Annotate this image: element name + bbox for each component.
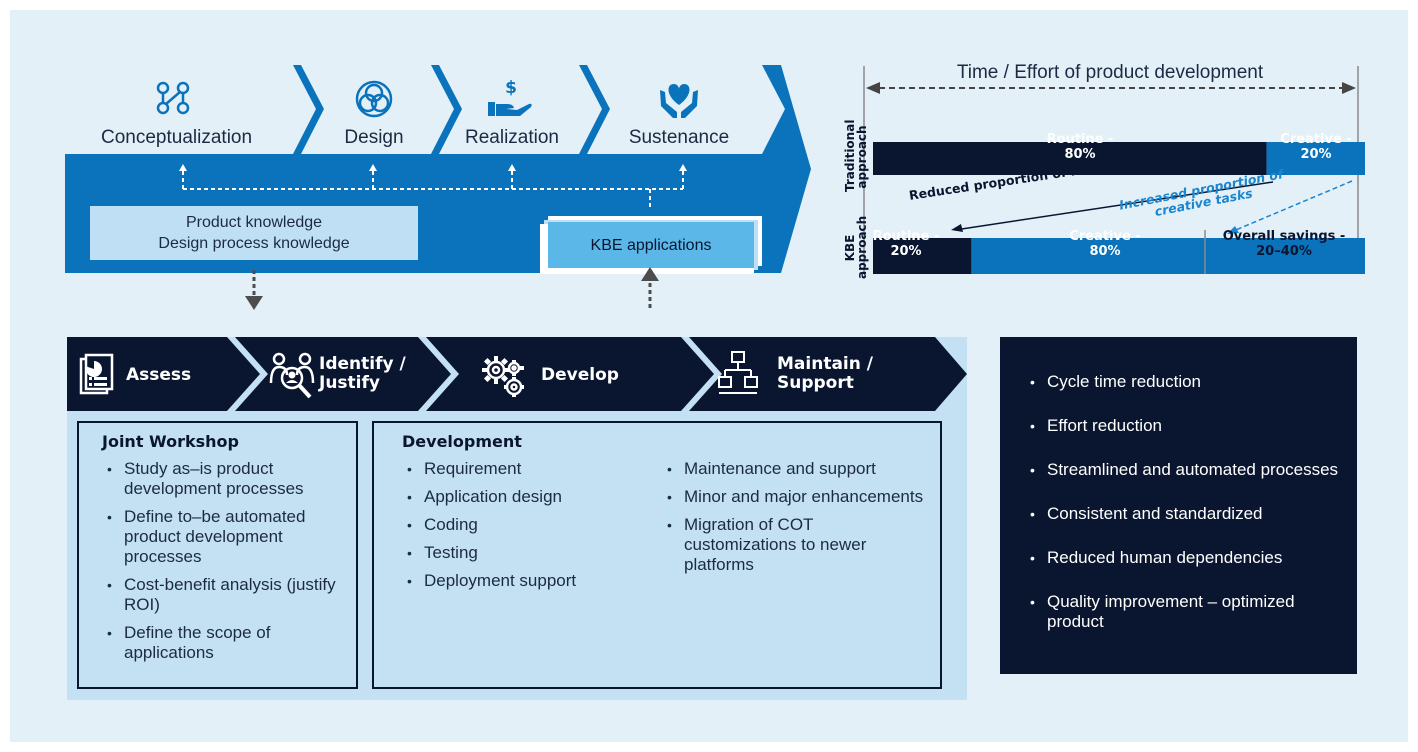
workshop-item: Define the scope of applications — [102, 623, 352, 663]
knowledge-line-design-process: Design process knowledge — [158, 235, 350, 252]
development-item: Requirement — [402, 459, 652, 479]
development-item: Migration of COT customizations to newer… — [662, 515, 924, 575]
traditional-creative-bar — [1266, 142, 1365, 175]
workshop-item: Study as–is product development processe… — [102, 459, 352, 499]
phase-label-maintain: Maintain /Support — [777, 354, 873, 393]
right-arrowhead — [1342, 82, 1356, 94]
creative-increase-arrow — [1230, 180, 1353, 233]
benefits-list: Cycle time reduction Effort reduction St… — [1025, 372, 1345, 632]
phase-label-identify: Identify /Justify — [319, 354, 406, 393]
network-nodes-icon — [156, 81, 190, 115]
benefit-item: Quality improvement – optimized product — [1025, 592, 1345, 632]
report-chart-icon — [79, 353, 114, 395]
workshop-box — [77, 421, 358, 689]
svg-text:$: $ — [505, 78, 517, 98]
routine-arrowhead — [951, 224, 963, 232]
stage-label-conceptualization: Conceptualization — [101, 127, 253, 148]
hands-heart-icon — [660, 84, 698, 118]
benefit-item: Streamlined and automated processes — [1025, 460, 1345, 480]
diagram-canvas: $ Conceptualization Design Realization S… — [10, 10, 1408, 742]
kbe-creative-label: Creative -80% — [1069, 229, 1141, 259]
down-arrow-icon — [245, 270, 263, 310]
benefit-item: Reduced human dependencies — [1025, 548, 1345, 568]
development-item: Coding — [402, 515, 652, 535]
trad-creative-label: Creative -20% — [1280, 132, 1352, 162]
overall-savings-label: Overall savings -20–40% — [1222, 229, 1346, 259]
gears-icon — [482, 356, 524, 397]
up-arrow-icon — [641, 267, 659, 309]
routine-reduction-arrow — [954, 181, 1274, 231]
chart-svg — [863, 66, 1365, 274]
development-title: Development — [402, 432, 522, 451]
kbe-applications-label: KBE applications — [590, 236, 712, 254]
phase-chevron-strip — [67, 337, 967, 411]
knowledge-box: Product knowledge Design process knowled… — [90, 206, 418, 260]
kbe-routine-label: Routine -20% — [872, 229, 940, 259]
development-item: Testing — [402, 543, 652, 563]
people-magnifier-icon — [269, 352, 315, 399]
workshop-list: Study as–is product development processe… — [102, 459, 352, 671]
trad-routine-label: Routine -80% — [1046, 132, 1114, 162]
benefit-item: Cycle time reduction — [1025, 372, 1345, 392]
kbe-routine-bar — [873, 238, 972, 274]
traditional-routine-bar — [873, 142, 1267, 175]
phase-label-develop: Develop — [541, 365, 619, 385]
development-box — [372, 421, 942, 689]
hand-dollar-icon: $ — [488, 78, 532, 116]
hierarchy-icon — [718, 351, 758, 394]
development-item: Maintenance and support — [662, 459, 924, 479]
benefits-panel: Cycle time reduction Effort reduction St… — [1000, 337, 1357, 674]
stage-label-sustenance: Sustenance — [628, 127, 730, 148]
stage-label-realization: Realization — [465, 127, 559, 148]
benefit-item: Effort reduction — [1025, 416, 1345, 436]
benefit-item: Consistent and standardized — [1025, 504, 1345, 524]
kbe-applications-box: KBE applications — [548, 222, 754, 268]
development-item: Minor and major enhancements — [662, 487, 924, 507]
development-list-left: Requirement Application design Coding Te… — [402, 459, 652, 599]
overlapping-circles-icon — [355, 80, 393, 118]
development-item: Deployment support — [402, 571, 652, 591]
workshop-item: Define to–be automated product developme… — [102, 507, 352, 567]
creative-arrowhead — [1227, 226, 1239, 234]
knowledge-line-product: Product knowledge — [185, 214, 323, 231]
stage-label-design: Design — [344, 127, 404, 148]
kbe-creative-bar — [971, 238, 1365, 274]
workshop-title: Joint Workshop — [102, 432, 239, 451]
phase-label-assess: Assess — [126, 365, 192, 385]
chart-title: Time / Effort of product development — [956, 62, 1264, 83]
left-arrowhead — [866, 82, 880, 94]
workshop-item: Cost-benefit analysis (justify ROI) — [102, 575, 352, 615]
development-list-right: Maintenance and support Minor and major … — [662, 459, 924, 583]
development-item: Application design — [402, 487, 652, 507]
